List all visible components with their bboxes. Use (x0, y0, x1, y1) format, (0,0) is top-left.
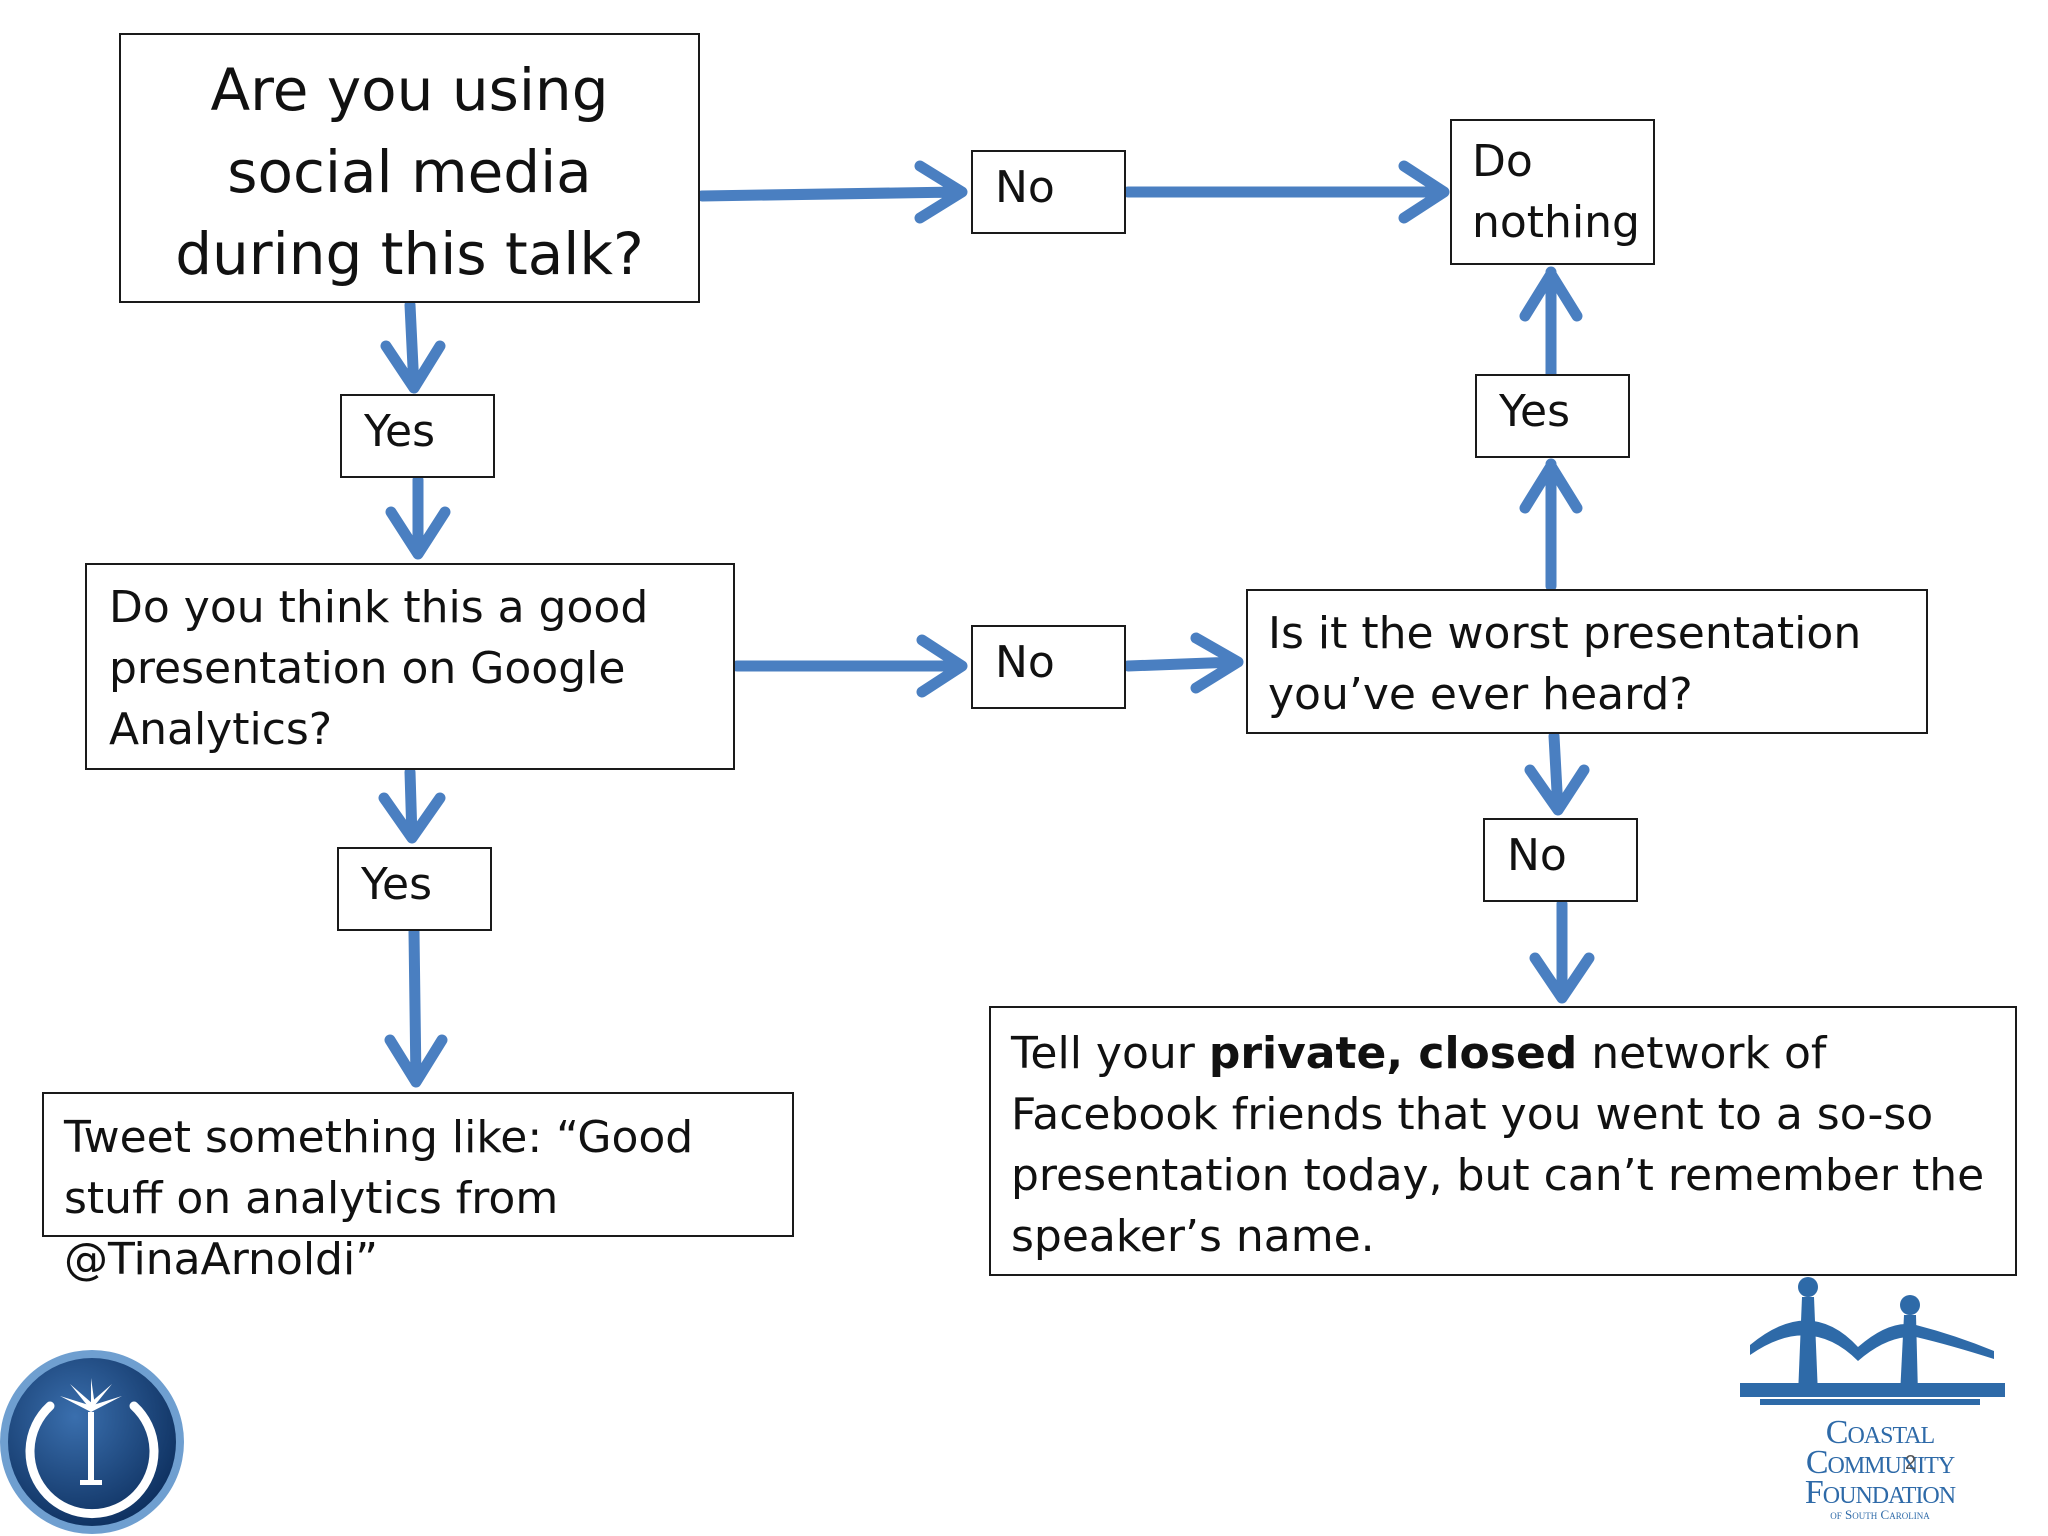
outcome-text-prefix: Tell your (1011, 1028, 1209, 1079)
arrow-yes-to-q2 (385, 474, 451, 560)
arrow-q1-to-yes (380, 299, 446, 394)
question-text: Is it the worst presentation you’ve ever… (1268, 608, 1862, 720)
outcome-text-suffix: network of Facebook friends that you wen… (1011, 1028, 1985, 1262)
label-yes: Yes (340, 394, 495, 478)
outcome-do-nothing: Do nothing (1450, 119, 1655, 265)
label-text: Yes (361, 859, 433, 910)
question-text: Are you using social media during this t… (175, 56, 644, 288)
question-box-good-presentation: Do you think this a good presentation on… (85, 563, 735, 770)
coastal-community-foundation-logo (1740, 1277, 2005, 1405)
question-text: Do you think this a good presentation on… (109, 582, 649, 755)
logo-tagline: of South Carolina (1830, 1507, 1930, 1522)
arrow-no-to-q3 (1122, 632, 1244, 694)
arrow-no-to-facebook (1529, 898, 1595, 1004)
outcome-tweet: Tweet something like: “Good stuff on ana… (42, 1092, 794, 1285)
arrow-yes-to-do-nothing (1519, 266, 1583, 380)
label-no: No (971, 625, 1126, 709)
label-text: Yes (364, 406, 436, 457)
outcome-text-emphasis: private, closed (1208, 1028, 1578, 1079)
outcome-facebook: Tell your private, closed network of Fac… (989, 1006, 2017, 1276)
logo-word: Coastal (1825, 1414, 1935, 1451)
logo-wordmark: Coastal Community Foundation of South Ca… (1745, 1414, 2015, 1522)
label-text: No (995, 637, 1055, 688)
label-text: No (995, 162, 1055, 213)
arrow-q1-to-no (696, 160, 968, 224)
label-text: No (1507, 830, 1567, 881)
logo-word: Foundation (1804, 1474, 1956, 1511)
outcome-text: Do nothing (1472, 136, 1640, 248)
question-box-social-media: Are you using social media during this t… (119, 33, 700, 303)
label-yes: Yes (337, 847, 492, 931)
label-no: No (971, 150, 1126, 234)
label-no: No (1483, 818, 1638, 902)
logo-word: Community (1805, 1444, 1955, 1481)
arrow-q2-to-no (731, 634, 968, 698)
arrow-no-to-do-nothing (1122, 160, 1450, 224)
page-number: 2 (1905, 1452, 1917, 1474)
question-box-worst-presentation: Is it the worst presentation you’ve ever… (1246, 589, 1928, 734)
label-text: Yes (1499, 386, 1571, 437)
palmetto-seal-logo (0, 1350, 184, 1534)
arrow-q2-to-yes (378, 766, 446, 844)
outcome-text: Tweet something like: “Good stuff on ana… (64, 1112, 694, 1285)
arrow-yes-to-tweet (384, 926, 448, 1088)
arrow-q3-to-yes (1519, 458, 1583, 592)
arrow-q3-to-no (1524, 730, 1590, 816)
label-yes: Yes (1475, 374, 1630, 458)
